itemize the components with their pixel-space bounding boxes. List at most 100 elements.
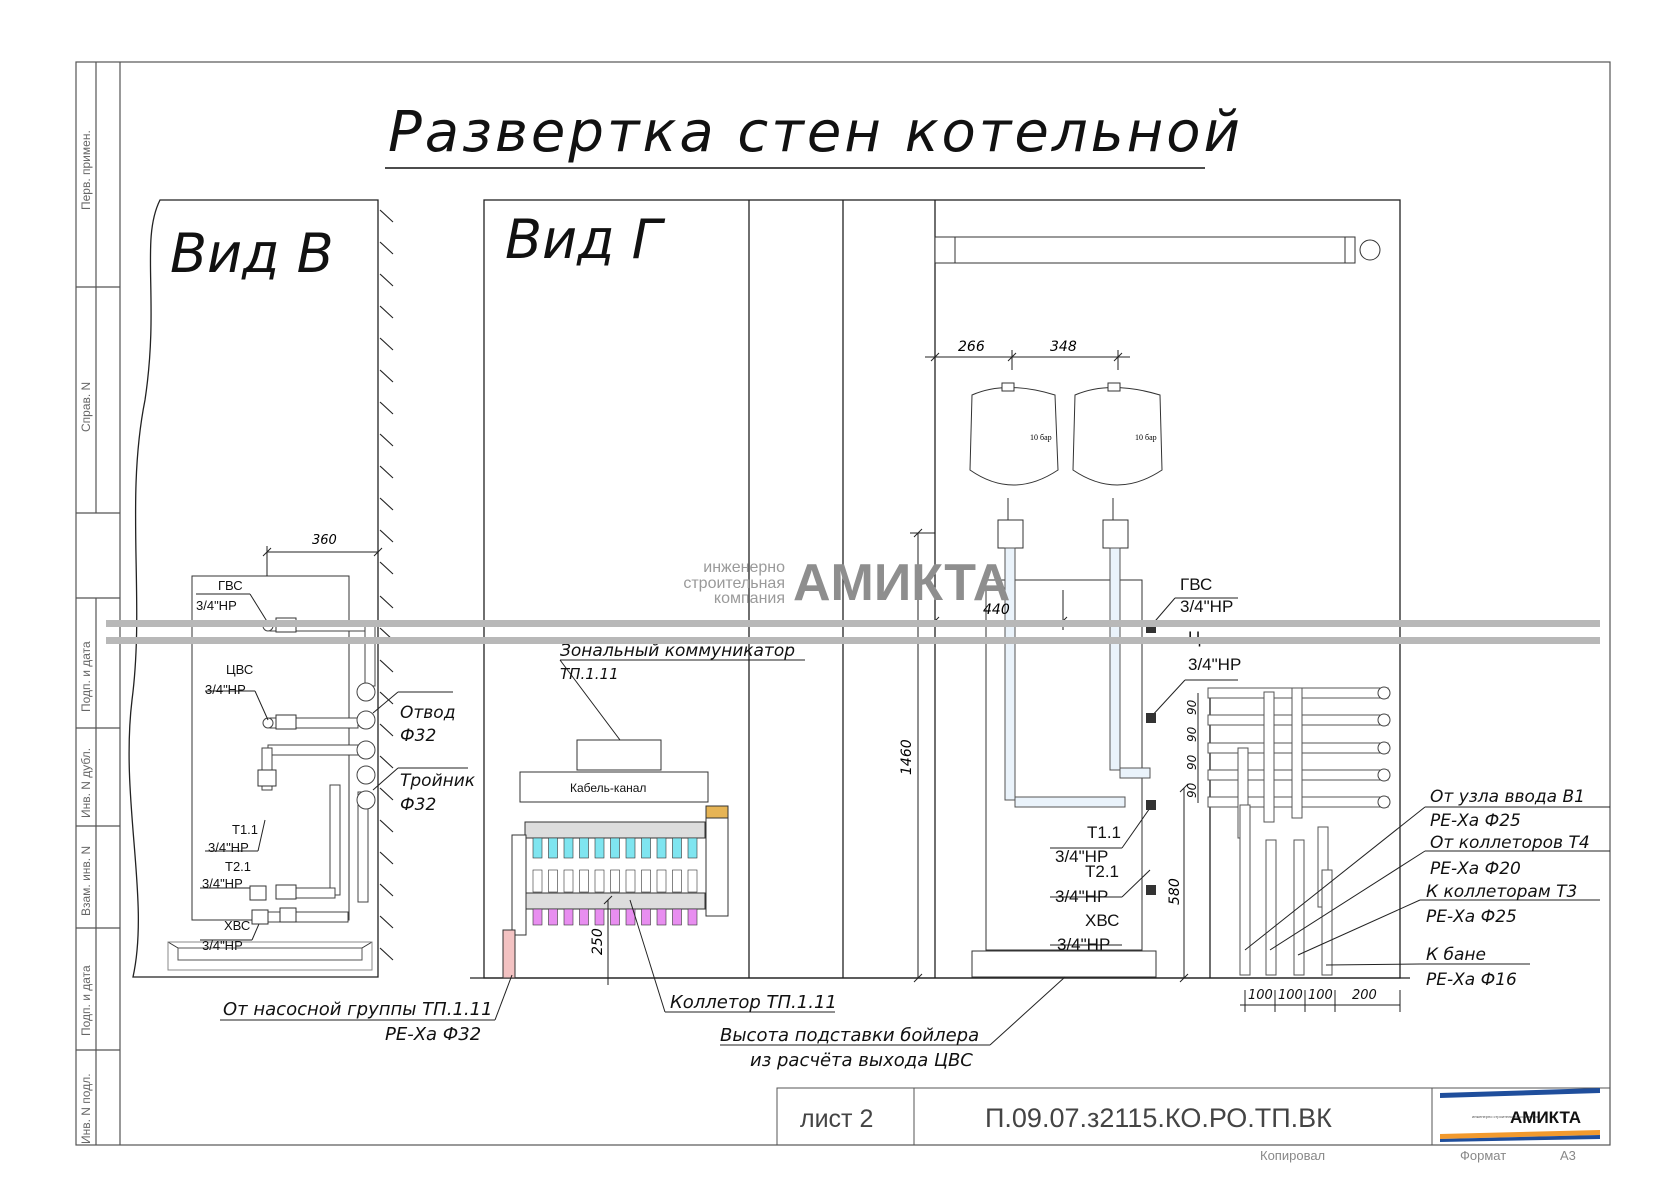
dim-value: 100: [1248, 988, 1273, 1003]
collector-valve: [641, 869, 651, 893]
collector-leader: [629, 899, 835, 1013]
watermark-line: инженерно: [703, 559, 785, 576]
collector-port-return: [672, 908, 682, 926]
dim-value: 580: [1167, 878, 1183, 905]
callout-troynik-d: Ф32: [400, 795, 436, 815]
collector-port-supply: [687, 837, 698, 859]
collector-port-supply: [563, 837, 574, 859]
bottom-dims: [1240, 990, 1401, 1012]
label-text: 3/4"НР: [1188, 655, 1241, 674]
callout-text: РЕ-Ха Ф20: [1430, 859, 1521, 879]
callout-text: РЕ-Ха Ф25: [1430, 811, 1521, 831]
collector-port-supply: [625, 837, 636, 859]
sidebar-label: Справ. N: [79, 382, 93, 432]
zonal-leader: [559, 659, 621, 741]
boiler-outline: [971, 579, 1157, 978]
collector-port-return: [594, 908, 605, 926]
label-text: 3/4"НР: [196, 598, 237, 613]
collector-valve: [610, 869, 620, 893]
collector-port-return: [548, 908, 558, 926]
dim-360: [262, 546, 383, 576]
callout-text: К коллеторам Т3: [1426, 882, 1577, 902]
view-g-label: Вид Г: [505, 208, 666, 271]
collector-valve: [656, 869, 667, 893]
label-text: 3/4"НР: [208, 840, 249, 855]
dim-vertical: [910, 528, 1189, 983]
boiler-stand-label-2: из расчёта выхода ЦВС: [750, 1050, 973, 1071]
collector-port-supply: [672, 837, 682, 859]
right-leaders: [1244, 806, 1610, 966]
collector-port-supply: [641, 837, 651, 859]
cable-channel-label: Кабель-канал: [570, 781, 646, 795]
collector-valve: [563, 869, 574, 893]
pump-group-leader: [220, 974, 513, 1021]
collector-valve: [548, 869, 558, 893]
collector-label: Коллетор ТП.1.11: [670, 992, 837, 1013]
dim-value: 100: [1278, 988, 1303, 1003]
label-text: 3/4"НР: [205, 682, 246, 697]
dim-value: 90: [1185, 699, 1199, 715]
format-value: А3: [1560, 1148, 1576, 1163]
collector-loops: [532, 837, 698, 926]
tank-label: 10 бар: [1135, 433, 1157, 442]
sidebar-labels: Перв. примен. Справ. N Подп. и дата Инв.…: [79, 130, 93, 1144]
collector-valve: [579, 869, 589, 893]
view-b-label: Вид В: [170, 222, 334, 285]
dim-value: 90: [1185, 726, 1199, 742]
view-b-callouts: Отвод Ф32 Тройник Ф32: [400, 703, 476, 815]
sheet-number: лист 2: [800, 1105, 873, 1133]
label-text: 3/4"НР: [1057, 935, 1110, 954]
watermark-brand: АМИКТА: [793, 554, 1010, 612]
collector-port-supply: [548, 837, 558, 859]
callout-otvod: Отвод: [400, 703, 455, 723]
callout-text: РЕ-Ха Ф16: [1426, 970, 1517, 990]
label-text: 3/4"НР: [1055, 847, 1108, 866]
boiler-output-leaders: [1050, 597, 1238, 946]
label-text: 3/4"НР: [1055, 887, 1108, 906]
copied-label: Копировал: [1260, 1148, 1325, 1163]
boiler-stand-label: Высота подставки бойлера: [720, 1025, 979, 1046]
boiler-output-labels: ГВС 3/4"НР Ц 3/4"НР Т1.1 3/4"НР Т2.1 3/4…: [1055, 575, 1241, 954]
pump-group-pipe: РЕ-Ха Ф32: [385, 1024, 481, 1045]
top-radiator: [934, 236, 1381, 264]
view-g-wall: [470, 199, 1410, 979]
dim-266-348: [925, 350, 1130, 370]
collector-port-supply: [532, 837, 543, 859]
dim-value: 266: [958, 339, 985, 355]
callout-text: К бане: [1426, 945, 1486, 965]
pump-group-label: От насосной группы ТП.1.11: [223, 999, 493, 1020]
label-text: ЦВС: [226, 662, 253, 677]
view-b-hatch: [379, 209, 394, 961]
callout-troynik: Тройник: [400, 771, 476, 791]
page-title: Развертка стен котельной: [388, 100, 1243, 165]
logo-small-text: инженерно строительная компания: [1472, 1114, 1538, 1119]
label-text: Т2.1: [225, 859, 251, 874]
dim-value: 1460: [899, 739, 915, 775]
sidebar-label: Взам. инв. N: [79, 846, 93, 916]
view-b-small-labels: ГВС 3/4"НР ЦВС 3/4"НР Т1.1 3/4"НР Т2.1 3…: [196, 578, 258, 953]
collector-valve: [594, 869, 605, 893]
watermark-line: строительная: [683, 575, 785, 592]
label-text: ХВС: [224, 918, 250, 933]
collector-port-return: [610, 908, 620, 926]
collector-port-supply: [579, 837, 589, 859]
label-text: 3/4"НР: [1180, 597, 1233, 616]
company-logo: [1440, 1088, 1600, 1142]
label-text: Т1.1: [1087, 823, 1121, 842]
dim-value: 90: [1185, 782, 1199, 798]
drawing-code: П.09.07.з2115.КО.РО.ТП.ВК: [985, 1103, 1332, 1133]
label-text: ХВС: [1085, 911, 1119, 930]
section-band: [106, 620, 1600, 627]
view-b-fittings: [262, 620, 376, 810]
label-text: Т2.1: [1085, 862, 1119, 881]
collector-port-supply: [610, 837, 620, 859]
expansion-tanks: [969, 382, 1163, 549]
collector-valve: [625, 869, 636, 893]
dim-value: 200: [1352, 988, 1377, 1003]
collector-port-return: [579, 908, 589, 926]
stamp-frame: [776, 1087, 1611, 1146]
collector-port-return: [656, 908, 667, 926]
dims-90-text: 90 90 90 90: [1185, 699, 1199, 798]
label-text: 3/4"НР: [202, 876, 243, 891]
collector: [502, 805, 729, 979]
